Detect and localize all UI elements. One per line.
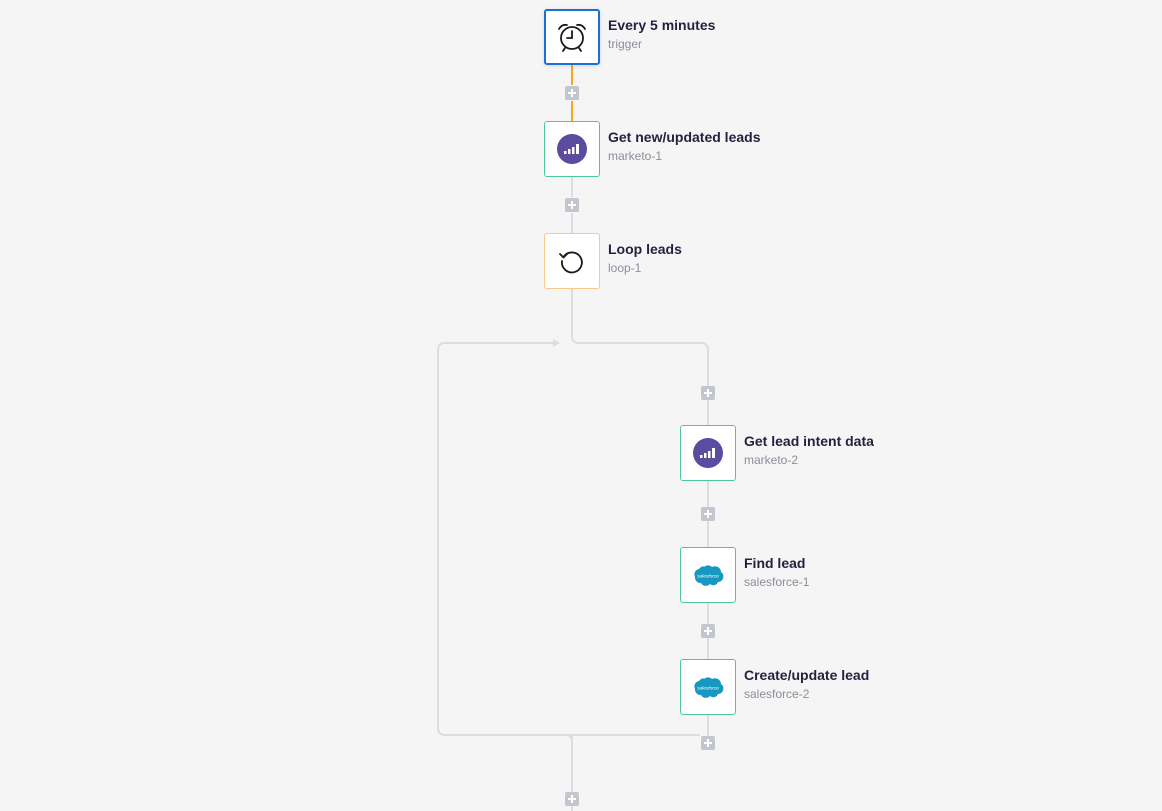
step-node-marketo-1[interactable]	[544, 121, 600, 177]
marketo-icon	[557, 134, 587, 164]
step-node-marketo-2[interactable]	[680, 425, 736, 481]
step-label-loop-1: Loop leads loop-1	[608, 240, 682, 276]
step-label-marketo-2: Get lead intent data marketo-2	[744, 432, 874, 468]
step-title: Get lead intent data	[744, 433, 874, 449]
add-step-button[interactable]	[565, 792, 579, 806]
add-step-button[interactable]	[565, 86, 579, 100]
step-subtitle: loop-1	[608, 261, 642, 275]
connector-after-loop-join	[564, 734, 573, 743]
step-title: Every 5 minutes	[608, 17, 716, 33]
step-node-trigger[interactable]	[544, 9, 600, 65]
step-title: Get new/updated leads	[608, 129, 761, 145]
step-node-salesforce-1[interactable]: salesforce	[680, 547, 736, 603]
salesforce-icon: salesforce	[694, 565, 724, 586]
loop-return-arrowhead	[553, 339, 560, 347]
salesforce-icon: salesforce	[694, 677, 724, 698]
alarm-clock-icon	[558, 23, 586, 52]
step-subtitle: salesforce-2	[744, 687, 810, 701]
step-node-salesforce-2[interactable]: salesforce	[680, 659, 736, 715]
step-label-trigger: Every 5 minutes trigger	[608, 16, 715, 52]
step-subtitle: marketo-1	[608, 149, 663, 163]
step-subtitle: salesforce-1	[744, 575, 810, 589]
loop-icon	[559, 251, 583, 274]
svg-text:salesforce: salesforce	[697, 686, 719, 692]
step-title: Find lead	[744, 555, 806, 571]
connector-loop-return	[437, 342, 700, 736]
step-label-salesforce-2: Create/update lead salesforce-2	[744, 666, 869, 702]
step-node-loop-1[interactable]	[544, 233, 600, 289]
add-step-button[interactable]	[565, 198, 579, 212]
connector-loop-branch	[571, 289, 709, 425]
svg-text:salesforce: salesforce	[697, 574, 719, 580]
step-label-marketo-1: Get new/updated leads marketo-1	[608, 128, 760, 164]
add-step-button[interactable]	[701, 624, 715, 638]
add-step-button[interactable]	[701, 507, 715, 521]
add-step-button[interactable]	[701, 736, 715, 750]
step-subtitle: trigger	[608, 37, 643, 51]
step-subtitle: marketo-2	[744, 453, 799, 467]
step-title: Loop leads	[608, 241, 682, 257]
marketo-icon	[693, 438, 723, 468]
add-step-button[interactable]	[701, 386, 715, 400]
step-label-salesforce-1: Find lead salesforce-1	[744, 554, 809, 590]
step-title: Create/update lead	[744, 667, 870, 683]
